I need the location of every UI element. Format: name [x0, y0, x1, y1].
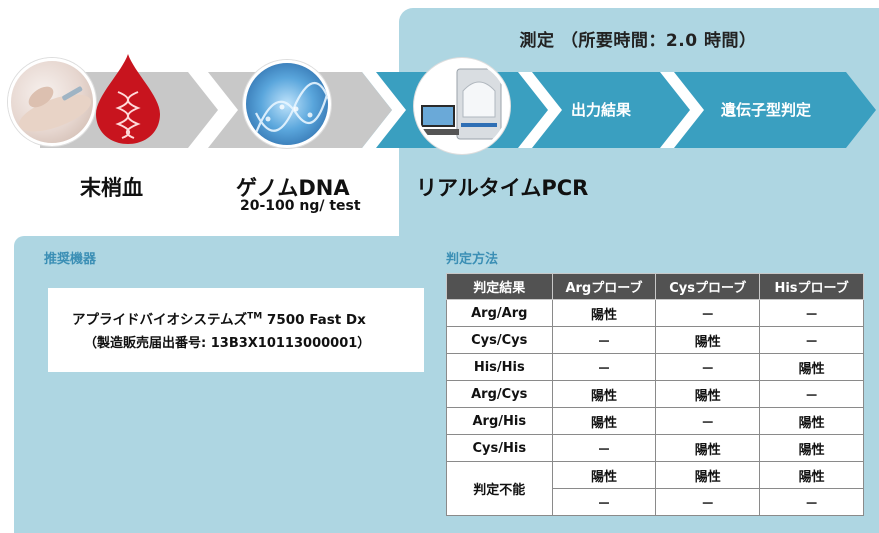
- pcr-instrument-icon: [414, 58, 510, 154]
- step-label-dna: ゲノムDNA: [236, 176, 350, 200]
- table-row: Arg/His 陽性 － 陽性: [446, 407, 864, 435]
- flow-chevron-gray-1: [188, 72, 238, 148]
- blood-drop-dna-icon: [96, 54, 160, 144]
- step-label-genotype: 遺伝子型判定: [721, 101, 812, 119]
- table-row: His/His － － 陽性: [446, 353, 864, 381]
- cell-result: His/His: [446, 353, 553, 381]
- dna-helix-icon: [243, 60, 331, 148]
- trademark-mark: TM: [247, 311, 263, 322]
- cell-cys: 陽性: [655, 380, 761, 408]
- cell-cys: －: [655, 488, 761, 516]
- col-header-arg: Argプローブ: [551, 273, 657, 300]
- cell-cys: 陽性: [655, 434, 761, 462]
- cell-cys: 陽性: [655, 326, 761, 354]
- cell-his: 陽性: [759, 407, 864, 435]
- flow-chevron-white-3: [660, 72, 704, 148]
- devices-heading: 推奨機器: [44, 252, 97, 267]
- cell-result: Arg/Arg: [446, 299, 553, 327]
- table-row: － － －: [447, 488, 864, 516]
- measurement-title: 測定 （所要時間：2.0 時間）: [519, 31, 757, 51]
- table-row: Cys/Cys － 陽性 －: [446, 326, 864, 354]
- hand-blood-draw-icon: [8, 58, 96, 146]
- device-brand: アプライドバイオシステムズ: [72, 312, 248, 328]
- cell-arg: 陽性: [551, 299, 657, 327]
- device-registration: （製造販売届出番号: 13B3X10113000001）: [84, 336, 371, 351]
- device-name-line: アプライドバイオシステムズTM 7500 Fast Dx: [72, 308, 424, 329]
- cell-his: 陽性: [759, 461, 864, 489]
- table-row: Cys/His － 陽性 陽性: [446, 434, 864, 462]
- table-row: Arg/Arg 陽性 － －: [446, 299, 864, 327]
- cell-cys: －: [655, 407, 761, 435]
- step-label-pcr: リアルタイムPCR: [416, 176, 589, 200]
- flow-chevron-white-2: [518, 72, 562, 148]
- cell-his: －: [759, 488, 864, 516]
- method-heading: 判定方法: [446, 252, 499, 267]
- cell-cys: －: [655, 299, 761, 327]
- cell-result: Cys/His: [446, 434, 553, 462]
- cell-arg: 陽性: [551, 407, 657, 435]
- cell-his: －: [759, 299, 864, 327]
- table-row: Arg/Cys 陽性 陽性 －: [446, 380, 864, 408]
- step-label-blood: 末梢血: [80, 176, 143, 200]
- cell-his: 陽性: [759, 434, 864, 462]
- cell-arg: －: [551, 353, 657, 381]
- cell-result: Cys/Cys: [446, 326, 553, 354]
- step-label-output: 出力結果: [571, 101, 632, 119]
- col-header-his: Hisプローブ: [759, 273, 864, 300]
- col-header-result: 判定結果: [446, 273, 553, 300]
- cell-result-undetermined: 判定不能: [446, 461, 553, 516]
- cell-his: 陽性: [759, 353, 864, 381]
- cell-arg: －: [551, 434, 657, 462]
- table-header-row: 判定結果 Argプローブ Cysプローブ Hisプローブ: [446, 273, 864, 300]
- device-box: アプライドバイオシステムズTM 7500 Fast Dx （製造販売届出番号: …: [48, 288, 424, 372]
- judgement-table: 判定結果 Argプローブ Cysプローブ Hisプローブ Arg/Arg 陽性 …: [446, 273, 864, 516]
- cell-arg: 陽性: [551, 380, 657, 408]
- cell-result: Arg/His: [446, 407, 553, 435]
- cell-cys: 陽性: [655, 461, 761, 489]
- cell-arg: －: [551, 326, 657, 354]
- cell-his: －: [759, 326, 864, 354]
- step-sub-dna-amount: 20-100 ng/ test: [240, 198, 361, 214]
- cell-result: Arg/Cys: [446, 380, 553, 408]
- device-model: 7500 Fast Dx: [266, 312, 366, 328]
- cell-arg: －: [551, 488, 657, 516]
- flow-chevron-white-1: [362, 72, 406, 148]
- col-header-cys: Cysプローブ: [655, 273, 761, 300]
- cell-arg: 陽性: [551, 461, 657, 489]
- table-row: 判定不能 陽性 陽性 陽性: [446, 461, 864, 516]
- cell-cys: －: [655, 353, 761, 381]
- cell-his: －: [759, 380, 864, 408]
